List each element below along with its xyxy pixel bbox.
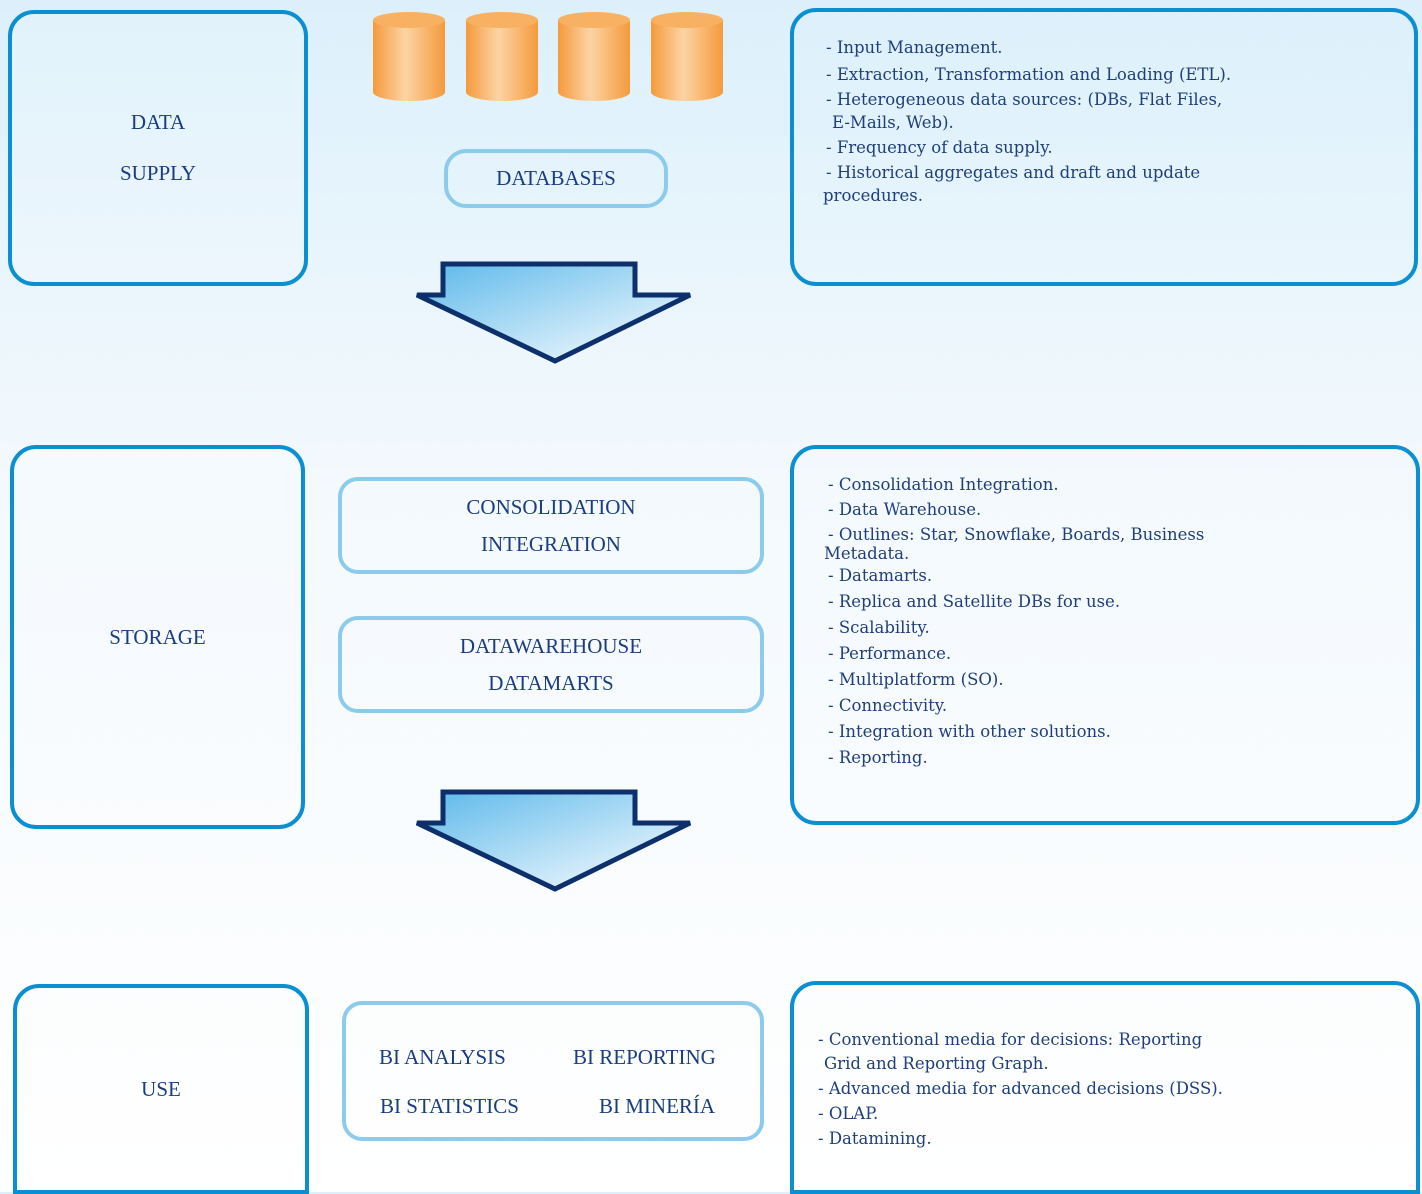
bi-mineria-label: BI MINERÍA	[599, 1094, 716, 1118]
consolidation-label: CONSOLIDATION	[466, 494, 636, 519]
supply-detail-line: procedures.	[823, 186, 923, 205]
storage-detail-line: - Outlines: Star, Snowflake, Boards, Bus…	[828, 525, 1205, 544]
storage-detail-line: - Integration with other solutions.	[828, 722, 1111, 741]
supply-detail-line: - Frequency of data supply.	[826, 138, 1053, 157]
consolidation-integration-box: CONSOLIDATION INTEGRATION	[338, 477, 764, 574]
use-title: USE	[141, 1076, 181, 1101]
data-supply-title-line2: SUPPLY	[119, 161, 197, 185]
bi-tools-box: BI ANALYSIS BI REPORTING BI STATISTICS B…	[342, 1001, 764, 1141]
use-detail-line: - Datamining.	[818, 1129, 932, 1148]
use-detail-line: - OLAP.	[818, 1104, 879, 1123]
storage-box: STORAGE	[10, 445, 305, 829]
datawarehouse-label: DATAWAREHOUSE	[459, 633, 643, 658]
databases-label: DATABASES	[496, 166, 616, 190]
data-supply-box: DATA SUPPLY	[8, 10, 308, 286]
supply-detail-line: - Heterogeneous data sources: (DBs, Flat…	[826, 90, 1223, 109]
data-supply-title-line1: DATA	[130, 110, 186, 134]
bi-statistics-label: BI STATISTICS	[380, 1094, 519, 1118]
bi-analysis-label: BI ANALYSIS	[379, 1045, 506, 1069]
use-box: USE	[13, 984, 309, 1194]
storage-detail-line: - Reporting.	[828, 748, 928, 767]
datamarts-label: DATAMARTS	[488, 670, 614, 695]
database-cylinder-icon	[466, 12, 538, 101]
storage-detail-line: - Data Warehouse.	[828, 500, 982, 519]
database-cylinder-icon	[373, 12, 445, 101]
supply-detail-line: - Input Management.	[826, 38, 1003, 57]
datawarehouse-datamarts-box: DATAWAREHOUSE DATAMARTS	[338, 616, 764, 713]
storage-detail-line: Metadata.	[824, 544, 910, 563]
storage-detail-line: - Performance.	[828, 644, 952, 663]
supply-detail-line: - Historical aggregates and draft and up…	[826, 163, 1201, 182]
data-supply-details-box: - Input Management. - Extraction, Transf…	[790, 8, 1418, 286]
use-details-box: - Conventional media for decisions: Repo…	[790, 981, 1420, 1194]
use-detail-line: - Advanced media for advanced decisions …	[818, 1079, 1223, 1098]
storage-detail-line: - Connectivity.	[828, 696, 948, 715]
databases-box: DATABASES	[444, 149, 668, 208]
use-detail-line: Grid and Reporting Graph.	[824, 1054, 1049, 1073]
down-arrow-icon	[415, 789, 692, 892]
down-arrow-icon	[415, 261, 692, 364]
supply-detail-line: E-Mails, Web).	[832, 113, 954, 132]
database-cylinder-icon	[651, 12, 723, 101]
storage-detail-line: - Scalability.	[828, 618, 930, 637]
storage-detail-line: - Replica and Satellite DBs for use.	[828, 592, 1121, 611]
storage-detail-line: - Consolidation Integration.	[828, 475, 1059, 494]
storage-title: STORAGE	[109, 624, 206, 649]
storage-detail-line: - Datamarts.	[828, 566, 933, 585]
integration-label: INTEGRATION	[481, 531, 621, 556]
supply-detail-line: - Extraction, Transformation and Loading…	[826, 65, 1232, 84]
storage-detail-line: - Multiplatform (SO).	[828, 670, 1004, 689]
use-detail-line: - Conventional media for decisions: Repo…	[818, 1030, 1203, 1049]
database-cylinder-icon	[558, 12, 630, 101]
storage-details-box: - Consolidation Integration. - Data Ware…	[790, 445, 1420, 825]
bi-reporting-label: BI REPORTING	[573, 1045, 716, 1069]
